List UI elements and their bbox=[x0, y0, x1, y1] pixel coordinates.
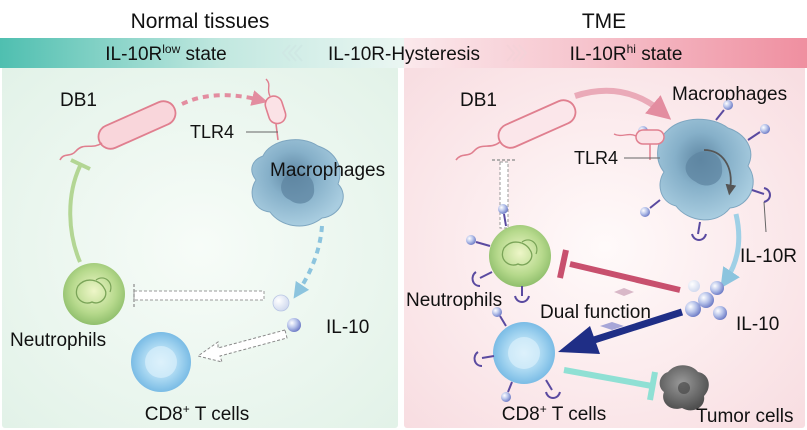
left-cd8-tail: T cells bbox=[190, 404, 250, 425]
right-dual-function-diamond-up-icon bbox=[614, 288, 634, 296]
right-il10-cluster-icon bbox=[685, 280, 727, 320]
left-db1-bacterium-icon bbox=[59, 100, 177, 161]
right-state-label: IL-10Rhi state bbox=[570, 42, 683, 65]
right-chevrons-icon bbox=[506, 44, 528, 62]
right-tumor-cells-label: Tumor cells bbox=[696, 406, 793, 427]
left-neutrophil-inhibits-db1 bbox=[68, 158, 91, 263]
right-state-sup: hi bbox=[627, 42, 636, 56]
right-macrophage-cell-icon bbox=[657, 118, 754, 221]
right-macrophages-label: Macrophages bbox=[672, 84, 787, 105]
left-cd8-sup: + bbox=[183, 402, 190, 416]
right-tlr4-receptor-icon bbox=[613, 129, 665, 160]
right-cd8-inhibits-tumor bbox=[563, 367, 658, 401]
left-db1-to-tlr4-arrow bbox=[181, 90, 268, 106]
right-heading: TME bbox=[582, 10, 626, 33]
left-cd8-label: CD8+ T cells bbox=[145, 402, 250, 425]
right-cd8-tail: T cells bbox=[547, 404, 607, 425]
right-state-tail: state bbox=[636, 44, 682, 65]
right-db1-to-macrophage-arrow bbox=[574, 87, 672, 120]
left-tlr4-label: TLR4 bbox=[190, 122, 234, 142]
left-il10-label: IL-10 bbox=[326, 317, 369, 338]
left-chevrons-icon bbox=[281, 44, 303, 62]
right-il10-label: IL-10 bbox=[736, 314, 779, 335]
left-macrophage-to-il10-arrow bbox=[293, 225, 324, 299]
left-neutrophil-cell-icon bbox=[63, 263, 125, 325]
left-cd8-t-cell-icon bbox=[131, 332, 191, 392]
left-cd8-base: CD8 bbox=[145, 404, 183, 425]
right-il10-inhibits-neutrophil bbox=[557, 249, 681, 293]
left-il10-dot-icon bbox=[287, 318, 301, 332]
left-il10-dot-light-icon bbox=[272, 294, 290, 312]
right-il10r-leader-line bbox=[763, 201, 767, 233]
right-il10r-label: IL-10R bbox=[740, 246, 797, 267]
left-il10-to-cd8-arrow bbox=[196, 329, 288, 363]
left-state-base: IL-10R bbox=[105, 44, 162, 65]
center-banner-label: IL-10R-Hysteresis bbox=[328, 44, 480, 65]
right-state-base: IL-10R bbox=[570, 44, 627, 65]
left-tlr4-receptor-icon bbox=[264, 78, 287, 141]
right-neutrophil-receptors-icon bbox=[466, 204, 530, 303]
left-state-band bbox=[0, 38, 404, 68]
right-macrophage-to-il10-arrow bbox=[720, 213, 742, 289]
left-panel-background bbox=[2, 66, 398, 428]
right-tlr4-label: TLR4 bbox=[574, 148, 618, 168]
right-db1-label: DB1 bbox=[460, 90, 497, 111]
left-heading: Normal tissues bbox=[131, 10, 270, 33]
left-il10-inhibits-neutrophil bbox=[133, 284, 265, 307]
right-dual-function-diamond-down-icon bbox=[600, 322, 624, 330]
right-cd8-sup: + bbox=[540, 402, 547, 416]
right-state-band bbox=[404, 38, 807, 68]
left-state-sup: low bbox=[162, 42, 180, 56]
right-db1-bacterium-icon bbox=[455, 99, 577, 161]
right-tumor-cell-icon bbox=[659, 365, 709, 411]
left-macrophages-label: Macrophages bbox=[270, 160, 385, 181]
left-macrophage-cell-icon bbox=[251, 139, 344, 227]
right-neutrophils-label: Neutrophils bbox=[406, 290, 502, 311]
right-cd8-base: CD8 bbox=[502, 404, 540, 425]
right-il10-to-cd8-arrow bbox=[558, 308, 684, 354]
right-neutrophil-cell-icon bbox=[489, 225, 551, 287]
right-cd8-t-cell-icon bbox=[493, 322, 555, 384]
left-db1-label: DB1 bbox=[60, 90, 97, 111]
right-cd8-receptors-icon bbox=[473, 307, 561, 402]
right-cd8-label: CD8+ T cells bbox=[502, 402, 607, 425]
right-dual-function-label: Dual function bbox=[540, 302, 651, 323]
left-state-label: IL-10Rlow state bbox=[105, 42, 227, 65]
left-neutrophils-label: Neutrophils bbox=[10, 330, 106, 351]
left-state-tail: state bbox=[180, 44, 226, 65]
